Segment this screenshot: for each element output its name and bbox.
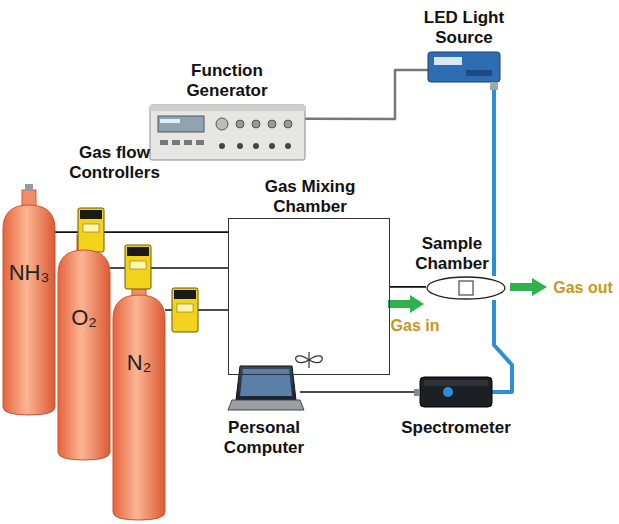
cylinder-outline [3, 205, 55, 415]
gas-name: NH₃ [3, 205, 55, 286]
optical-fiber [492, 82, 496, 276]
spectrometer-picture [414, 377, 492, 407]
gas-cylinder: O₂ [58, 250, 110, 460]
led-light-source: LED Light Source [428, 52, 500, 82]
gas-line [390, 286, 426, 288]
gas-name: N₂ [113, 295, 165, 376]
cylinder-outline [113, 295, 165, 520]
mixer-fan [296, 352, 323, 368]
cylinder-body [113, 295, 165, 520]
spectrometer: Spectrometer [420, 377, 492, 407]
sensor-slide [459, 281, 473, 295]
node-label: Sample Chamber [412, 234, 492, 274]
personal-computer: Personal Computer [228, 365, 300, 412]
node-label: Personal Computer [214, 418, 314, 458]
data-cable [300, 391, 420, 393]
gas-name: O₂ [58, 250, 110, 331]
chamber-ellipse [427, 277, 505, 299]
group-label: Gas flow Controllers [62, 143, 167, 183]
flow-label: Gas in [380, 316, 450, 336]
signal-cable [305, 70, 428, 119]
laptop-picture [228, 366, 304, 410]
function-generator: Function Generator [150, 105, 305, 160]
gas-cylinder: N₂ [113, 295, 165, 520]
cylinder-outline [58, 250, 110, 460]
sample-chamber: Sample Chamber [426, 276, 506, 300]
gas-out-arrow [510, 278, 547, 296]
optical-fiber [492, 300, 512, 392]
node-label: Spectrometer [391, 418, 521, 438]
cylinder-body [3, 205, 55, 415]
flow-label: Gas out [550, 278, 616, 298]
node-label: Function Generator [177, 61, 277, 101]
cylinder-body [58, 250, 110, 460]
gas-in-arrow [388, 295, 424, 313]
function-generator-picture [150, 105, 305, 160]
sample-chamber-outline [426, 276, 506, 300]
node-label: Gas Mixing Chamber [259, 177, 361, 217]
led-source-picture [428, 52, 500, 90]
gas-cylinder: NH₃ [3, 205, 55, 415]
node-label: LED Light Source [419, 8, 509, 48]
mixing-chamber: Gas Mixing Chamber [228, 218, 390, 375]
